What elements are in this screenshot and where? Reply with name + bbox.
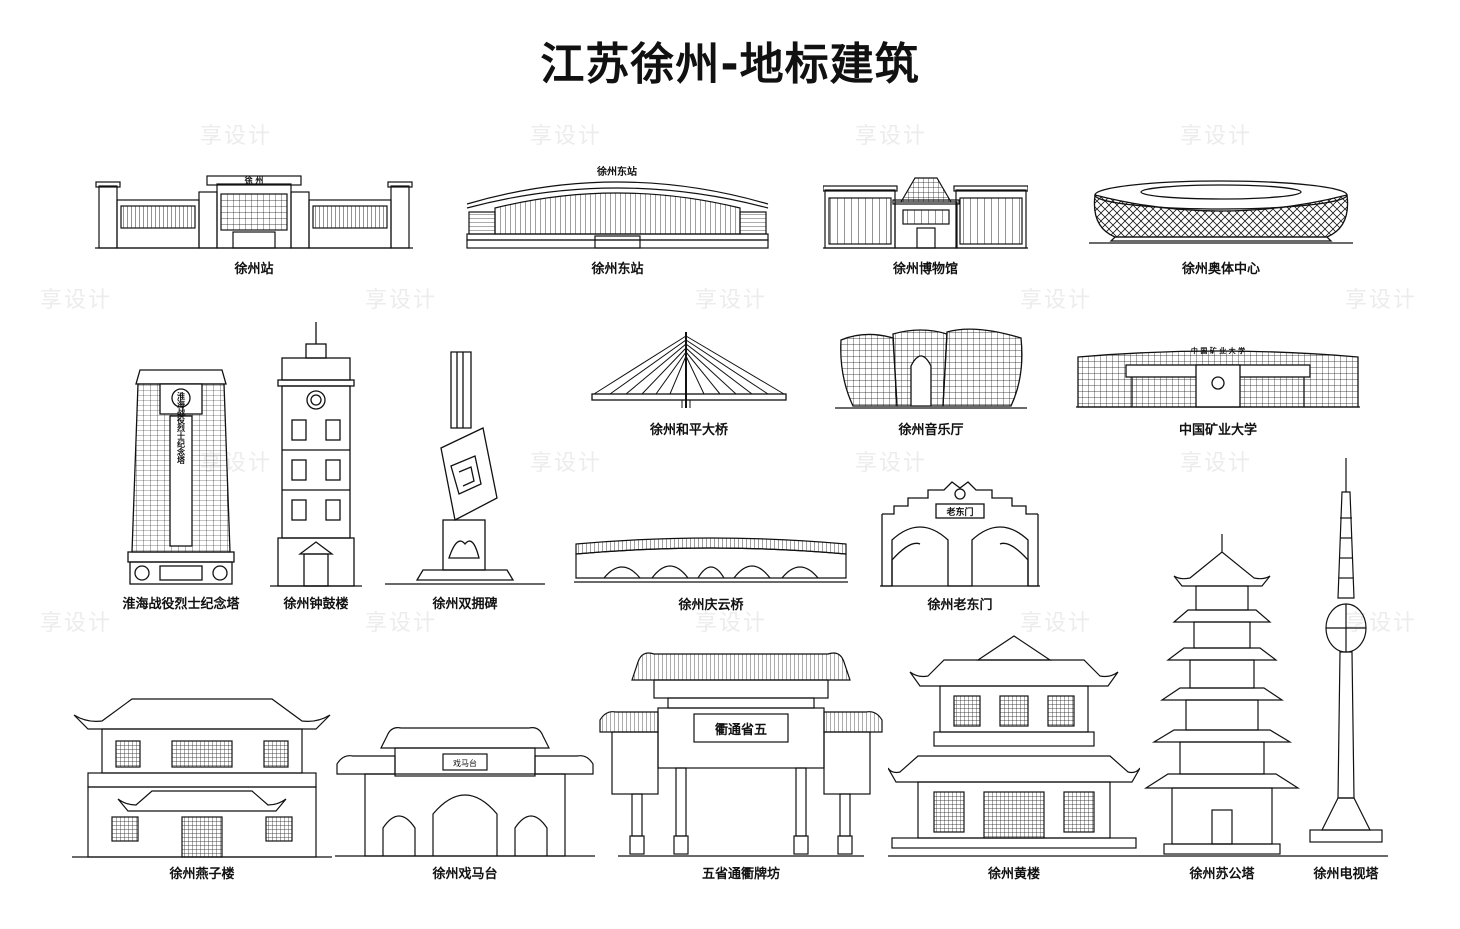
cable-bridge-drawing xyxy=(591,332,787,408)
landmark-label: 徐州庆云桥 xyxy=(678,598,744,613)
landmark-label: 徐州双拥碑 xyxy=(432,597,498,612)
landmark-label: 徐州黄楼 xyxy=(987,867,1040,882)
xuzhou-station-drawing: 徐 州 xyxy=(95,175,413,249)
landmark-tv-tower: 徐州电视塔 xyxy=(1300,458,1392,882)
landmark-label: 徐州燕子楼 xyxy=(169,867,235,882)
landmark-huaihai-memorial-tower: 淮海战役烈士纪念塔 淮海战役烈士纪念塔 xyxy=(108,360,254,612)
landmark-cumt: 中 国 矿 业 大 学 中国矿业大学 xyxy=(1076,343,1360,440)
monument-drawing xyxy=(385,351,545,585)
svg-text:淮海战役烈士纪念塔: 淮海战役烈士纪念塔 xyxy=(176,391,186,465)
ximatai-drawing: 戏马台 xyxy=(335,727,595,857)
landmark-yanzi-tower: 徐州燕子楼 xyxy=(72,693,332,882)
watermark: 享设计 xyxy=(200,124,273,149)
watermark: 享设计 xyxy=(1180,451,1253,476)
page-title: 江苏徐州-地标建筑 xyxy=(540,39,920,90)
xuzhou-station-sign: 徐 州 xyxy=(244,175,264,185)
watermark: 享设计 xyxy=(1345,611,1418,636)
ximatai-sign: 戏马台 xyxy=(453,758,477,768)
landmark-xuzhou-station: 徐 州 徐州站 xyxy=(95,170,413,280)
landmark-label: 徐州博物馆 xyxy=(892,262,958,277)
landmark-ximatai: 戏马台 徐州戏马台 xyxy=(335,718,595,882)
bell-tower-drawing xyxy=(270,322,362,587)
old-east-gate-sign: 老东门 xyxy=(945,506,973,518)
landmark-xuzhou-museum: 徐州博物馆 xyxy=(823,172,1028,280)
landmark-concert-hall: 徐州音乐厅 xyxy=(835,326,1027,440)
landmark-xuzhou-east-station: 徐州东站 徐州东站 xyxy=(465,162,770,280)
landmark-sugong-pagoda: 徐州苏公塔 xyxy=(1140,534,1304,882)
concert-hall-drawing xyxy=(835,328,1027,409)
landmark-shuangyong-monument: 徐州双拥碑 xyxy=(385,348,545,612)
landmark-label: 徐州电视塔 xyxy=(1313,867,1379,882)
museum-drawing xyxy=(823,177,1028,249)
watermark: 享设计 xyxy=(365,288,438,313)
pagoda-drawing xyxy=(1140,534,1304,857)
olympic-center-drawing xyxy=(1089,180,1353,244)
qingyun-bridge-drawing xyxy=(574,537,848,583)
landmark-label: 徐州钟鼓楼 xyxy=(283,597,349,612)
xuzhou-east-station-drawing: 徐州东站 xyxy=(466,165,769,249)
watermark: 享设计 xyxy=(1180,124,1253,149)
landmark-olympic-center: 徐州奥体中心 xyxy=(1085,177,1357,280)
archway-drawing: 衢通省五 xyxy=(599,652,883,857)
cumt-sign: 中 国 矿 业 大 学 xyxy=(1191,346,1245,355)
watermark: 享设计 xyxy=(695,611,768,636)
archway-sign: 衢通省五 xyxy=(715,722,767,738)
landmark-label: 淮海战役烈士纪念塔 xyxy=(122,597,240,612)
landmark-label: 徐州音乐厅 xyxy=(898,423,964,438)
landmark-label: 中国矿业大学 xyxy=(1178,423,1257,438)
watermark: 享设计 xyxy=(1345,288,1418,313)
landmark-label: 徐州老东门 xyxy=(927,598,993,613)
memorial-inscription: 淮海战役烈士纪念塔 xyxy=(176,391,186,465)
landmark-bell-drum-tower: 徐州钟鼓楼 xyxy=(270,322,362,612)
landmark-label: 五省通衢牌坊 xyxy=(701,867,780,882)
huang-tower-drawing xyxy=(888,635,1140,857)
landmark-label: 徐州站 xyxy=(234,262,274,277)
landmark-label: 徐州东站 xyxy=(591,262,644,277)
watermark: 享设计 xyxy=(855,124,928,149)
watermark: 享设计 xyxy=(530,124,603,149)
watermark: 享设计 xyxy=(530,451,603,476)
landmark-wusheng-archway: 衢通省五 五省通衢牌坊 xyxy=(598,648,884,882)
tv-tower-drawing xyxy=(1304,458,1388,857)
watermark: 享设计 xyxy=(695,288,768,313)
memorial-tower-drawing: 淮海战役烈士纪念塔 xyxy=(127,369,235,585)
landmark-label: 徐州苏公塔 xyxy=(1189,867,1255,882)
landmark-heping-bridge: 徐州和平大桥 xyxy=(590,330,788,440)
landmark-huang-tower: 徐州黄楼 xyxy=(888,632,1140,882)
east-station-sign: 徐州东站 xyxy=(596,165,637,178)
landmark-qingyun-bridge: 徐州庆云桥 xyxy=(574,530,848,613)
watermark: 享设计 xyxy=(365,611,438,636)
landmark-label: 徐州戏马台 xyxy=(432,867,498,882)
watermark: 享设计 xyxy=(40,288,113,313)
landmark-old-east-gate: 老东门 徐州老东门 xyxy=(880,480,1040,613)
watermark: 享设计 xyxy=(1020,288,1093,313)
cumt-gate-drawing: 中 国 矿 业 大 学 xyxy=(1076,346,1360,408)
yanzi-tower-drawing xyxy=(72,698,332,858)
watermark: 享设计 xyxy=(40,611,113,636)
old-east-gate-drawing: 老东门 xyxy=(880,481,1040,587)
landmark-label: 徐州奥体中心 xyxy=(1181,262,1260,277)
watermark: 享设计 xyxy=(855,451,928,476)
watermark: 享设计 xyxy=(1020,611,1093,636)
landmark-label: 徐州和平大桥 xyxy=(649,423,728,438)
